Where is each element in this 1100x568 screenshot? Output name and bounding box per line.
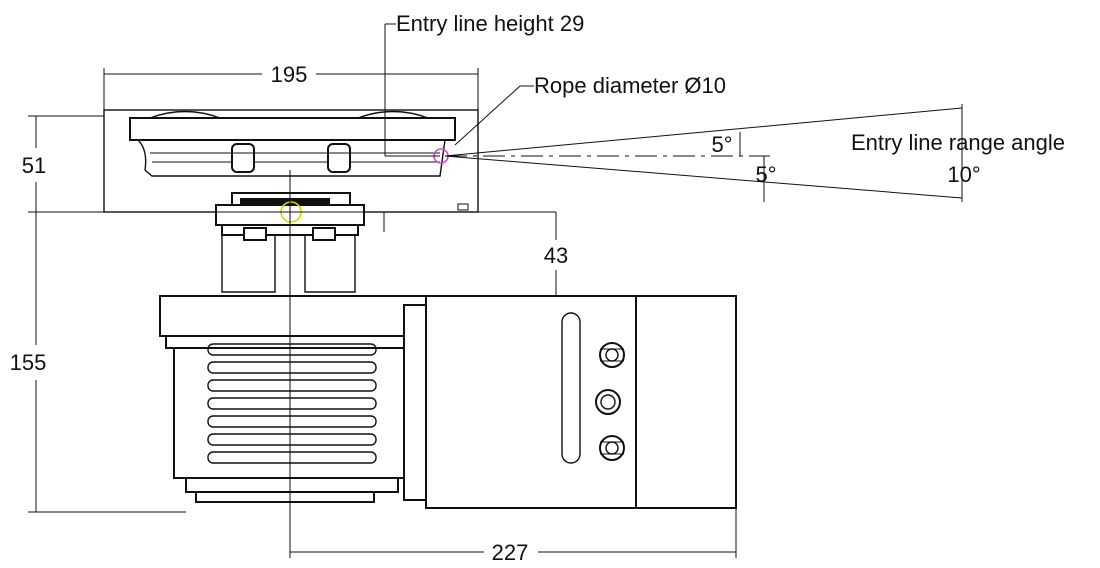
terminal-screw-top bbox=[599, 342, 625, 368]
rope-diameter-annotation: Rope diameter Ø10 bbox=[454, 73, 726, 146]
column-bolt-right bbox=[312, 227, 336, 241]
dimension-offset-motor: 43 bbox=[383, 212, 568, 296]
dim-width-top-value: 195 bbox=[271, 62, 308, 87]
motor-top-flange bbox=[159, 295, 431, 337]
column-cap-band bbox=[240, 198, 330, 204]
dimension-length-bottom: 227 bbox=[290, 508, 737, 565]
angle-lower-label: 5° bbox=[755, 162, 776, 187]
dimension-width-top: 195 bbox=[103, 62, 479, 110]
motor-coupling-ring bbox=[403, 304, 427, 501]
angle-upper-label: 5° bbox=[711, 132, 732, 157]
motor-body bbox=[173, 347, 409, 479]
dim-length-bottom-value: 227 bbox=[492, 540, 529, 565]
motor-cooling-fins bbox=[207, 343, 377, 464]
angle-upper-ray bbox=[444, 107, 963, 157]
dim-offset-motor-value: 43 bbox=[544, 243, 568, 268]
entry-line-range-angle-label: Entry line range angle bbox=[851, 130, 1065, 155]
pulley-top-plate bbox=[129, 117, 456, 141]
pulley-roller-left bbox=[231, 143, 255, 173]
dim-height-total-value: 155 bbox=[10, 350, 47, 375]
pulley-dome-right bbox=[357, 110, 429, 119]
pulley-assembly bbox=[103, 109, 479, 213]
terminal-slot bbox=[561, 312, 581, 464]
motor-base bbox=[185, 477, 399, 493]
pulley-sheave bbox=[137, 139, 446, 177]
pulley-tab bbox=[457, 203, 469, 211]
terminal-screw-bottom bbox=[599, 435, 625, 461]
column-bolt-left bbox=[243, 227, 267, 241]
motor-upper-band bbox=[165, 335, 425, 349]
dimension-height-total: 155 bbox=[10, 211, 556, 513]
rope-diameter-label: Rope diameter Ø10 bbox=[534, 73, 726, 98]
terminal-nut-middle bbox=[595, 389, 621, 415]
entry-line-height-annotation: Entry line height 29 bbox=[384, 11, 584, 157]
dim-height-top-value: 51 bbox=[22, 153, 46, 178]
pulley-dome-left bbox=[149, 110, 221, 119]
motor-housing bbox=[159, 295, 737, 509]
motor-feet bbox=[195, 491, 375, 503]
entry-angle-annotation: 5° 5° Entry line range angle 10° bbox=[444, 104, 1065, 202]
pulley-roller-right bbox=[327, 143, 351, 173]
drive-end-cap bbox=[635, 295, 737, 509]
dimension-height-top: 51 bbox=[22, 115, 104, 213]
angle-lower-ray bbox=[444, 155, 963, 199]
column-leg-right bbox=[304, 235, 356, 293]
column-leg-left bbox=[221, 235, 276, 293]
entry-line-height-label: Entry line height 29 bbox=[396, 11, 584, 36]
angle-total-label: 10° bbox=[947, 162, 980, 187]
